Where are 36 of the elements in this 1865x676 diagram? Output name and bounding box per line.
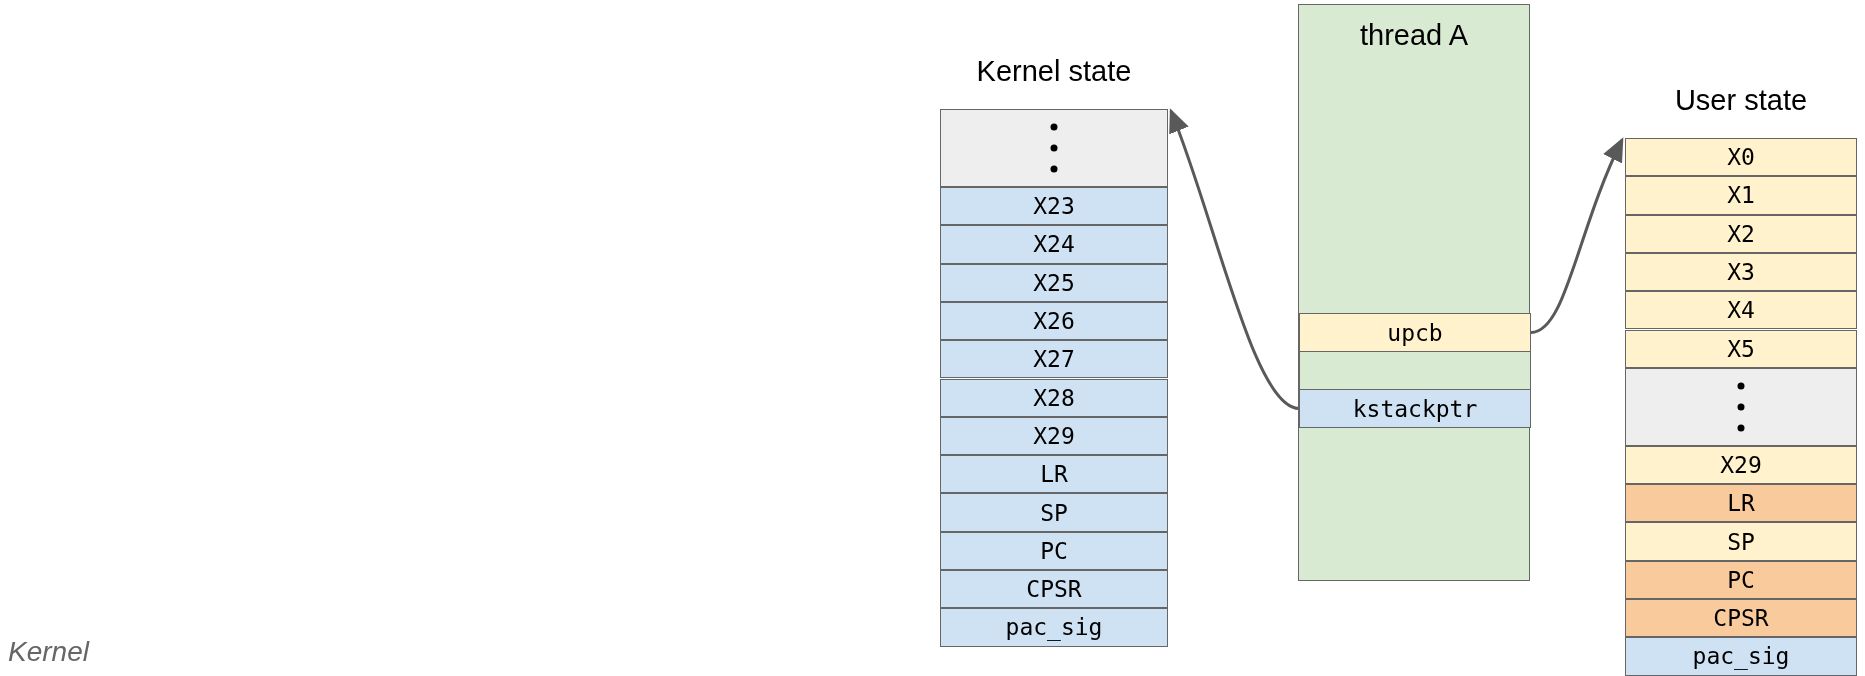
register-cell: SP — [1625, 522, 1857, 561]
pointer-arrow — [1168, 108, 1300, 410]
note-text: Kernel — [8, 636, 89, 668]
register-cell: CPSR — [940, 570, 1168, 609]
register-cell: X29 — [1625, 445, 1857, 485]
register-cell: X5 — [1625, 329, 1857, 368]
register-cell: X4 — [1625, 291, 1857, 330]
register-cell: X29 — [940, 416, 1168, 456]
register-cell: LR — [940, 455, 1168, 494]
register-cell: X24 — [940, 225, 1168, 264]
stack-heading: User state — [1673, 84, 1809, 117]
register-cell: PC — [1625, 560, 1857, 599]
register-cell: X23 — [940, 187, 1168, 226]
register-cell: X27 — [940, 340, 1168, 379]
register-cell: kstackptr — [1299, 389, 1531, 428]
register-cell: X25 — [940, 263, 1168, 302]
register-cell: pac_sig — [1625, 637, 1857, 676]
register-cell: pac_sig — [940, 608, 1168, 647]
register-cell: CPSR — [1625, 599, 1857, 638]
ellipsis-cell — [1625, 367, 1857, 446]
panel-heading: thread A — [1359, 19, 1469, 52]
register-cell: PC — [940, 531, 1168, 570]
register-cell: X26 — [940, 301, 1168, 341]
register-cell: X0 — [1625, 138, 1857, 177]
register-cell: X2 — [1625, 214, 1857, 253]
register-cell: SP — [940, 493, 1168, 532]
ellipsis-cell — [940, 109, 1168, 187]
register-cell: upcb — [1299, 313, 1531, 352]
pointer-arrow — [1530, 137, 1624, 334]
register-cell: X3 — [1625, 252, 1857, 292]
thread-panel — [1298, 4, 1530, 581]
register-cell: X1 — [1625, 176, 1857, 215]
register-cell: X28 — [940, 378, 1168, 417]
register-cell: LR — [1625, 484, 1857, 523]
empty-field — [1299, 351, 1531, 390]
stack-heading: Kernel state — [975, 55, 1133, 88]
